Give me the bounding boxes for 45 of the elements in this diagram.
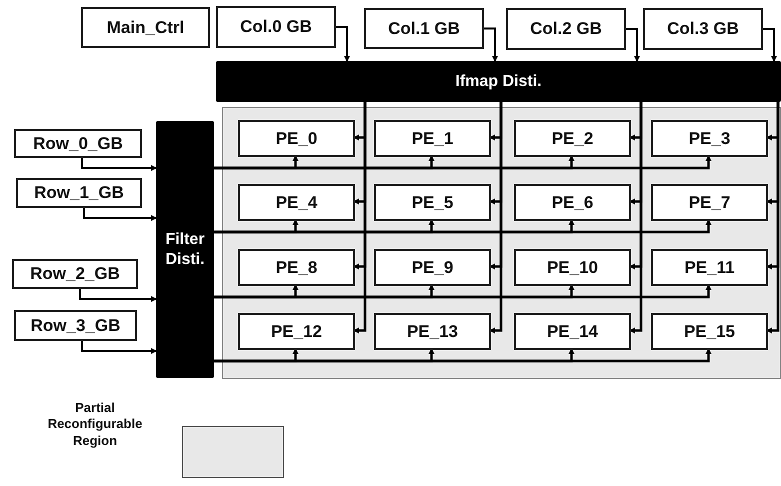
pe-box: PE_5 (374, 184, 491, 221)
pe-box: PE_11 (651, 249, 768, 286)
pe-box: PE_14 (514, 313, 631, 350)
buffer-box: Col.2 GB (506, 8, 626, 50)
pe-box: PE_15 (651, 313, 768, 350)
arrow (763, 28, 777, 62)
pe-box: PE_4 (238, 184, 355, 221)
arrow (353, 102, 366, 334)
arrow (214, 219, 712, 234)
pe-box: PE_8 (238, 249, 355, 286)
region-panel (222, 107, 781, 379)
distributor-bar: Filter Disti. (156, 121, 214, 378)
arrow (489, 102, 502, 334)
pe-box: PE_6 (514, 184, 631, 221)
arrow (766, 102, 780, 334)
controller-box: Main_Ctrl (81, 7, 210, 48)
arrow (81, 341, 157, 354)
pe-box: PE_7 (651, 184, 768, 221)
pe-box: PE_10 (514, 249, 631, 286)
arrow (629, 102, 642, 334)
pe-box: PE_1 (374, 120, 491, 157)
arrow (214, 348, 712, 362)
buffer-box: Col.1 GB (364, 8, 484, 49)
buffer-box: Col.0 GB (216, 6, 336, 48)
arrow (336, 26, 350, 62)
buffer-box: Row_3_GB (14, 310, 137, 341)
buffer-box: Col.3 GB (643, 8, 763, 50)
pe-box: PE_9 (374, 249, 491, 286)
arrow (484, 28, 498, 62)
arrow (81, 158, 157, 171)
distributor-bar: Ifmap Disti. (216, 61, 781, 102)
pe-box: PE_13 (374, 313, 491, 350)
pe-box: PE_2 (514, 120, 631, 157)
buffer-box: Row_0_GB (14, 129, 142, 158)
pe-box: PE_0 (238, 120, 355, 157)
arrow (214, 155, 712, 170)
arrow (83, 208, 157, 221)
buffer-box: Row_2_GB (12, 259, 138, 289)
arrow (79, 289, 157, 302)
buffer-box: Row_1_GB (16, 178, 142, 208)
arrow (214, 284, 712, 298)
pe-box: PE_3 (651, 120, 768, 157)
pe-box: PE_12 (238, 313, 355, 350)
legend-label: Partial Reconfigurable Region (46, 400, 144, 449)
arrow (626, 28, 640, 62)
